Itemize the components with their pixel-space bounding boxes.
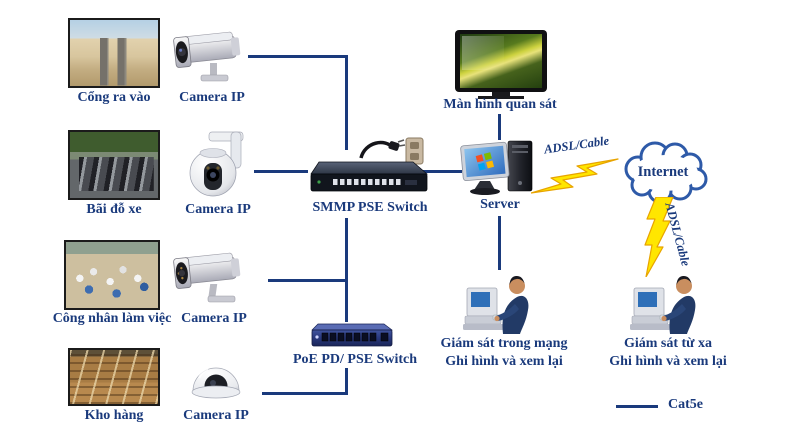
scene-label-entrance: Cổng ra vào <box>77 90 151 105</box>
remote-viewer-label-2: Ghi hình và xem lại <box>609 354 727 369</box>
adsl-bolt-horizontal <box>531 158 619 194</box>
poe-switch-icon <box>311 323 394 347</box>
bullet-ir-camera-icon <box>173 252 241 303</box>
scene-label-workers: Công nhân làm việc <box>52 311 172 326</box>
main-switch-icon <box>310 137 429 192</box>
cable-trunk-top <box>345 55 348 150</box>
adsl-bolt-vertical <box>644 197 674 277</box>
cable-cam3-trunk <box>268 279 348 282</box>
scene-photo-parking <box>68 130 160 200</box>
surveillance-monitor-icon <box>455 30 547 92</box>
camera-label-3: Camera IP <box>181 311 247 326</box>
monitor-stand <box>492 92 510 96</box>
wall-outlet <box>405 137 424 165</box>
scene-photo-warehouse <box>68 348 160 406</box>
camera-label-4: Camera IP <box>183 408 249 423</box>
remote-operator-icon <box>630 275 696 334</box>
ptz-dome-camera-icon <box>189 131 244 197</box>
cable-cam4-trunk <box>262 392 348 395</box>
cable-monitor-server <box>498 114 501 140</box>
cable-cam1-trunk <box>248 55 348 58</box>
scene-photo-entrance <box>68 18 160 88</box>
monitor-stand-base <box>478 96 524 99</box>
lan-operator-icon <box>463 275 529 334</box>
main-switch-label: SMMP PSE Switch <box>312 200 428 215</box>
dome-camera-icon <box>191 367 241 399</box>
cable-cam2-switch <box>254 170 308 173</box>
scene-photo-workers <box>64 240 160 310</box>
remote-viewer-label-1: Giám sát từ xa <box>623 336 713 351</box>
bullet-camera-icon <box>173 31 241 82</box>
legend-cable-label: Cat5e <box>668 397 703 412</box>
lan-viewer-label-1: Giám sát trong mạng <box>440 336 568 351</box>
scene-label-warehouse: Kho hàng <box>84 408 144 423</box>
scene-label-parking: Bãi đỗ xe <box>86 202 142 217</box>
camera-label-1: Camera IP <box>179 90 245 105</box>
server-label: Server <box>480 197 520 212</box>
legend-cable-line <box>616 405 658 408</box>
internet-label: Internet <box>637 164 689 180</box>
power-cord <box>359 140 395 159</box>
cable-switch-server <box>420 170 462 173</box>
monitor-label: Màn hình quan sát <box>443 97 557 112</box>
lan-viewer-label-2: Ghi hình và xem lại <box>445 354 563 369</box>
poe-switch-label: PoE PD/ PSE Switch <box>292 352 418 367</box>
cable-trunk-bottom <box>345 368 348 395</box>
cable-server-viewer <box>498 216 501 270</box>
monitor-screen <box>460 34 542 88</box>
adsl-label-1: ADSL/Cable <box>543 133 610 157</box>
cable-trunk-mid <box>345 218 348 322</box>
camera-label-2: Camera IP <box>185 202 251 217</box>
server-icon <box>460 140 533 195</box>
